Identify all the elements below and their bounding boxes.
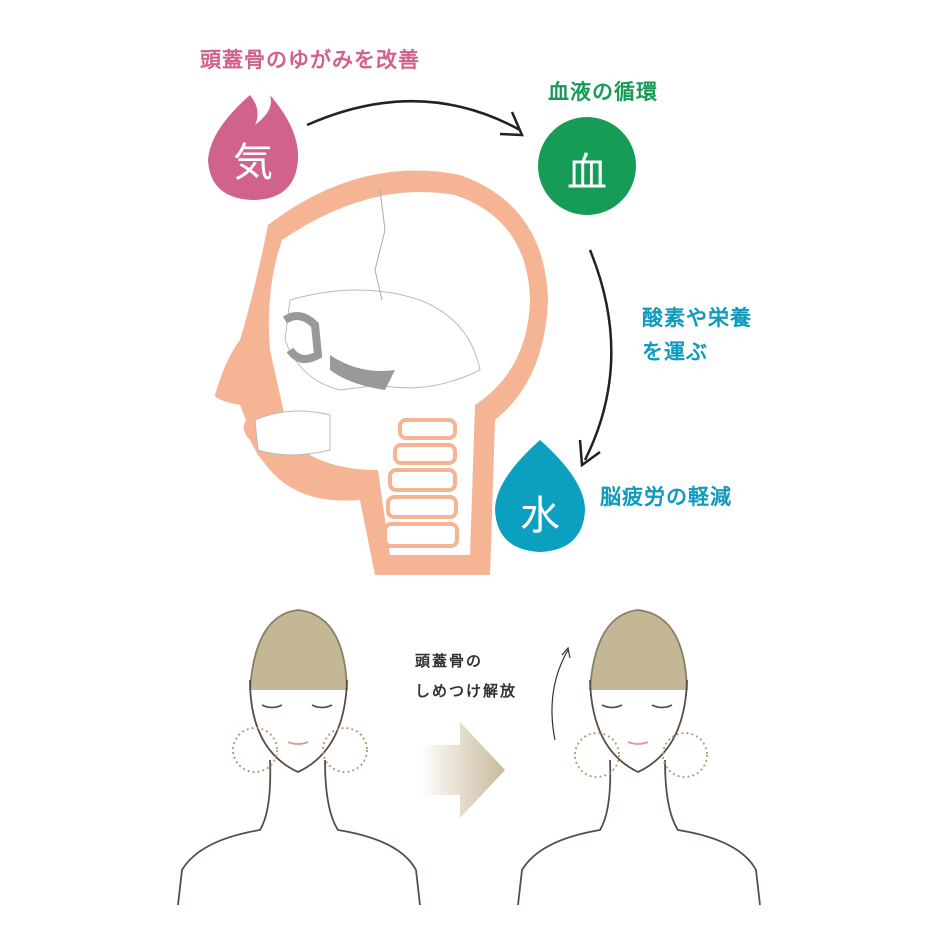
- water-glyph: 水: [520, 493, 560, 539]
- release-label-line2: しめつけ解放: [415, 682, 518, 700]
- transition-arrow: [420, 722, 505, 818]
- arrow-blood-to-water: [583, 249, 613, 461]
- oxygen-label-line2: を運ぶ: [642, 340, 708, 364]
- ki-glyph: 気: [233, 140, 273, 186]
- water-drop-icon: [495, 440, 585, 552]
- arrow-ki-to-blood: [306, 100, 521, 132]
- flame-icon: [208, 95, 299, 200]
- brain-fatigue-label: 脳疲労の軽減: [600, 485, 732, 509]
- head-silhouette: [215, 170, 548, 576]
- blood-glyph: 血: [567, 150, 607, 196]
- oxygen-label-line1: 酸素や栄養: [642, 306, 752, 330]
- release-label-line1: 頭蓋骨の: [415, 652, 484, 670]
- woman-before: [177, 609, 421, 906]
- woman-after: [517, 609, 761, 906]
- blood-circulation-label: 血液の循環: [548, 80, 658, 104]
- blood-circle-icon: [538, 117, 636, 215]
- skull-correction-label: 頭蓋骨のゆがみを改善: [200, 48, 420, 72]
